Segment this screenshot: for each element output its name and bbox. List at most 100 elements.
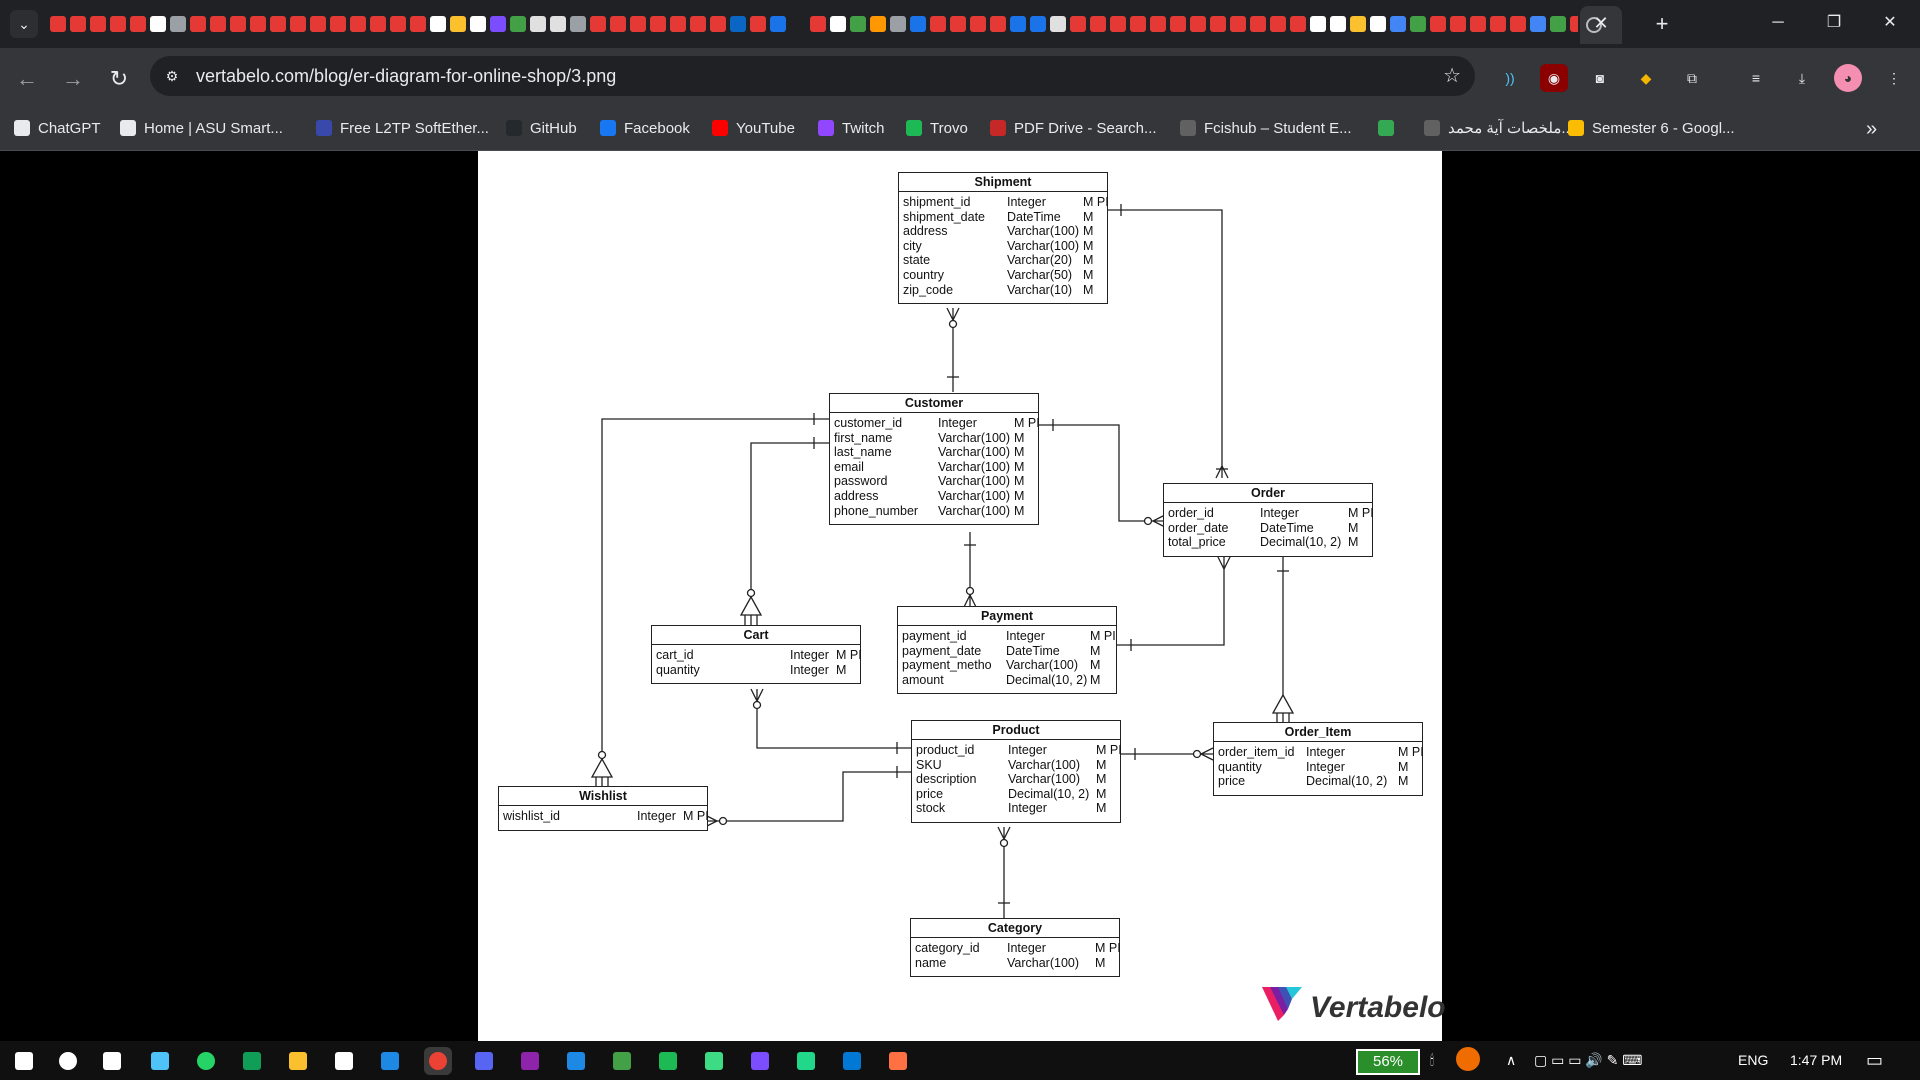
tab-favicon-icon[interactable] <box>1050 16 1066 32</box>
notification-app-icon[interactable] <box>1456 1047 1480 1071</box>
bookmark-item[interactable]: Fcishub – Student E... <box>1180 117 1352 141</box>
tab-favicon-icon[interactable] <box>110 16 126 32</box>
tab-favicon-icon[interactable] <box>50 16 66 32</box>
tab-favicon-icon[interactable] <box>1270 16 1286 32</box>
pinned-app-icon[interactable] <box>146 1047 174 1075</box>
back-button[interactable]: ← <box>16 66 38 91</box>
tray-chevron-icon[interactable]: ∧ <box>1506 1052 1517 1068</box>
tab-favicon-icon[interactable] <box>1370 16 1386 32</box>
search-icon[interactable] <box>54 1047 82 1075</box>
bookmark-item[interactable]: GitHub <box>506 117 577 141</box>
color-picker-icon[interactable]: ◆ <box>1640 70 1652 86</box>
discord-icon[interactable] <box>470 1047 498 1075</box>
tab-favicon-icon[interactable] <box>270 16 286 32</box>
pinned-app-3-icon[interactable] <box>884 1047 912 1075</box>
tab-favicon-icon[interactable] <box>290 16 306 32</box>
tab-favicon-icon[interactable] <box>1110 16 1126 32</box>
tab-favicon-icon[interactable] <box>610 16 626 32</box>
tab-favicon-icon[interactable] <box>1550 16 1566 32</box>
tab-search-icon[interactable]: ⌄ <box>10 10 38 38</box>
tab-favicon-icon[interactable] <box>470 16 486 32</box>
bookmark-item[interactable]: ملخصات آية محمد.... <box>1424 117 1578 141</box>
active-tab[interactable] <box>1580 6 1622 44</box>
tab-favicon-icon[interactable] <box>170 16 186 32</box>
chrome-menu-icon[interactable]: ⋮ <box>1887 70 1901 86</box>
tab-favicon-icon[interactable] <box>670 16 686 32</box>
tab-favicon-icon[interactable] <box>930 16 946 32</box>
tab-favicon-icon[interactable] <box>1410 16 1426 32</box>
tab-favicon-icon[interactable] <box>230 16 246 32</box>
tab-favicon-icon[interactable] <box>790 16 806 32</box>
ublock-icon[interactable]: ◉ <box>1540 64 1568 92</box>
tab-favicon-icon[interactable] <box>1210 16 1226 32</box>
notifications-icon[interactable]: ▭ <box>1866 1050 1884 1070</box>
android-icon[interactable] <box>700 1047 728 1075</box>
tab-favicon-icon[interactable] <box>1290 16 1306 32</box>
tab-favicon-icon[interactable] <box>710 16 726 32</box>
tab-favicon-icon[interactable] <box>150 16 166 32</box>
tab-favicon-icon[interactable] <box>770 16 786 32</box>
tab-favicon-icon[interactable] <box>630 16 646 32</box>
tab-favicon-icon[interactable] <box>590 16 606 32</box>
tab-favicon-icon[interactable] <box>1430 16 1446 32</box>
forward-button[interactable]: → <box>62 66 84 91</box>
tab-favicon-icon[interactable] <box>950 16 966 32</box>
extensions-icon[interactable]: ⧉ <box>1687 70 1697 86</box>
bookmark-item[interactable] <box>1378 117 1402 141</box>
battery-indicator[interactable]: 56% <box>1356 1049 1420 1075</box>
language-indicator[interactable]: ENG <box>1738 1052 1769 1068</box>
mail-icon[interactable] <box>376 1047 404 1075</box>
microsoft-store-icon[interactable] <box>330 1047 358 1075</box>
tab-favicon-icon[interactable] <box>450 16 466 32</box>
bookmark-item[interactable]: Free L2TP SoftEther... <box>316 117 489 141</box>
tab-favicon-icon[interactable] <box>1510 16 1526 32</box>
tab-favicon-icon[interactable] <box>190 16 206 32</box>
tab-favicon-icon[interactable] <box>750 16 766 32</box>
tab-favicon-icon[interactable] <box>570 16 586 32</box>
bookmarks-overflow-icon[interactable]: » <box>1866 118 1878 140</box>
tab-favicon-icon[interactable] <box>1010 16 1026 32</box>
tab-favicon-icon[interactable] <box>530 16 546 32</box>
tab-favicon-icon[interactable] <box>330 16 346 32</box>
tab-favicon-icon[interactable] <box>1310 16 1326 32</box>
tab-favicon-icon[interactable] <box>810 16 826 32</box>
close-window-button[interactable]: ✕ <box>1883 14 1897 31</box>
tab-favicon-icon[interactable] <box>1030 16 1046 32</box>
tab-favicon-icon[interactable] <box>350 16 366 32</box>
edge-icon[interactable] <box>238 1047 266 1075</box>
tab-favicon-icon[interactable] <box>730 16 746 32</box>
bookmark-item[interactable]: Twitch <box>818 117 885 141</box>
tab-favicon-icon[interactable] <box>310 16 326 32</box>
tray-icons[interactable]: ▢ ▭ ▭ 🔊 ✎ ⌨ <box>1534 1052 1643 1068</box>
bookmark-item[interactable]: Trovo <box>906 117 968 141</box>
tab-favicon-icon[interactable] <box>1070 16 1086 32</box>
tab-favicon-icon[interactable] <box>890 16 906 32</box>
tab-favicon-icon[interactable] <box>1250 16 1266 32</box>
outlook-icon[interactable] <box>838 1047 866 1075</box>
tab-queue-icon[interactable]: ≡ <box>1751 70 1761 86</box>
spotify-icon[interactable] <box>654 1047 682 1075</box>
tab-favicon-icon[interactable] <box>870 16 886 32</box>
visual-studio-icon[interactable] <box>516 1047 544 1075</box>
tab-favicon-icon[interactable] <box>830 16 846 32</box>
tab-favicon-icon[interactable] <box>1450 16 1466 32</box>
tab-favicon-icon[interactable] <box>1150 16 1166 32</box>
restore-button[interactable]: ❐ <box>1826 14 1842 31</box>
bookmark-item[interactable]: ChatGPT <box>14 117 101 141</box>
tab-favicon-icon[interactable] <box>970 16 986 32</box>
tab-favicon-icon[interactable] <box>1490 16 1506 32</box>
download-icon[interactable]: ⤓ <box>1798 70 1806 86</box>
tab-favicon-icon[interactable] <box>690 16 706 32</box>
bookmark-item[interactable]: Facebook <box>600 117 690 141</box>
bookmark-star-icon[interactable]: ☆ <box>1443 65 1461 87</box>
tab-favicon-icon[interactable] <box>210 16 226 32</box>
tab-favicon-icon[interactable] <box>130 16 146 32</box>
minimize-button[interactable]: ─ <box>1772 14 1784 31</box>
tab-favicon-icon[interactable] <box>1350 16 1366 32</box>
tab-favicon-icon[interactable] <box>990 16 1006 32</box>
tab-favicon-icon[interactable] <box>510 16 526 32</box>
read-aloud-icon[interactable]: )) <box>1505 70 1515 86</box>
tab-close-icon[interactable]: ✕ <box>1593 13 1609 33</box>
address-bar[interactable]: ⚙ vertabelo.com/blog/er-diagram-for-onli… <box>150 56 1475 96</box>
tab-favicon-icon[interactable] <box>850 16 866 32</box>
